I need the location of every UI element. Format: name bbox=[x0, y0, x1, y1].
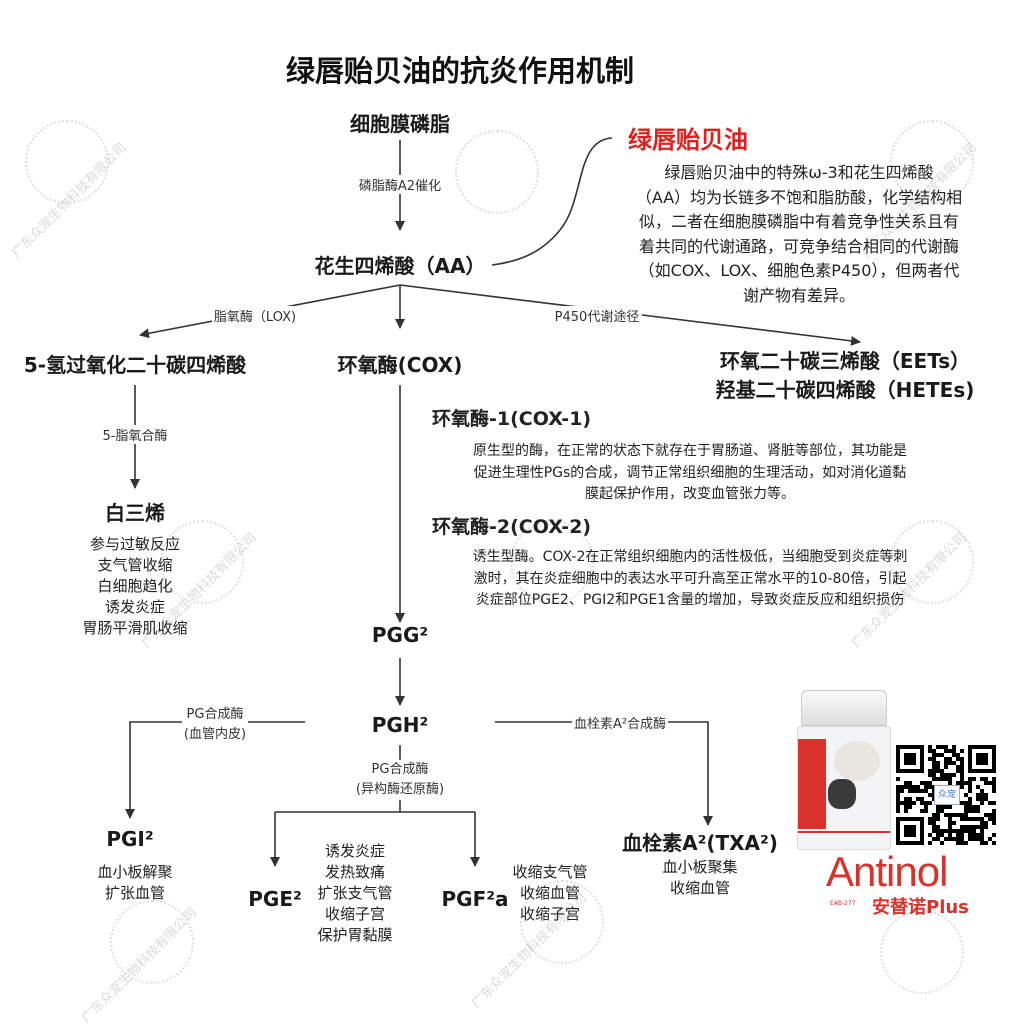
pge2-effects: 诱发炎症 发热致痛 扩张支气管 收缩子宫 保护胃黏膜 bbox=[317, 841, 392, 946]
cox1-line: 促进生理性PGs的合成，调节正常组织细胞的生理活动，如对消化道黏 bbox=[473, 464, 907, 481]
leukotriene-effects: 参与过敏反应 支气管收缩 白细胞趋化 诱发炎症 胃肠平滑肌收缩 bbox=[82, 534, 187, 639]
label-5-lox: 5-脂氧合酶 bbox=[100, 425, 170, 444]
cox1-title: 环氧酶-1(COX-1) bbox=[432, 408, 592, 430]
effect-item: 扩张支气管 bbox=[317, 884, 393, 902]
mussel-line: 似，二者在细胞膜磷脂中有着竞争性关系且有 bbox=[638, 212, 959, 231]
cox2-line: 炎症部位PGE2、PGI2和PGE1含量的增加，导致炎症反应和组织损伤 bbox=[475, 592, 905, 608]
label-line: (血管内皮) bbox=[183, 727, 247, 742]
node-aa: 花生四烯酸（AA） bbox=[314, 254, 486, 278]
effect-item: 支气管收缩 bbox=[97, 556, 173, 574]
label-line: (异构酶还原酶) bbox=[355, 782, 445, 797]
effect-item: 收缩血管 bbox=[519, 884, 581, 902]
cox2-line: 激时，其在炎症细胞中的表达水平可升高至正常水平的10-80倍，引起 bbox=[473, 570, 907, 587]
mussel-description: 绿唇贻贝油中的特殊ω-3和花生四烯酸 （AA）均为长链多不饱和脂肪酸，化学结构相… bbox=[614, 161, 984, 308]
mussel-line: 谢产物有差异。 bbox=[742, 285, 855, 305]
label-line: PG合成酶 bbox=[371, 762, 429, 777]
label-p450: P450代谢途径 bbox=[552, 306, 642, 325]
cox2-line: 诱生型酶。COX-2在正常组织细胞内的活性极低，当细胞受到炎症等刺 bbox=[472, 549, 908, 565]
node-phospholipid: 细胞膜磷脂 bbox=[350, 112, 450, 136]
txa2-effects: 血小板聚集 收缩血管 bbox=[662, 857, 737, 899]
cox1-line: 膜起保护作用，改变血管张力等。 bbox=[585, 486, 795, 502]
node-txa2: 血栓素A²(TXA²) bbox=[622, 831, 778, 855]
cox1-description: 原生型的酶，在正常的状态下就存在于胃肠道、肾脏等部位，其功能是 促进生理性PGs… bbox=[473, 441, 907, 506]
node-pgi2: PGI² bbox=[106, 827, 154, 851]
effect-item: 参与过敏反应 bbox=[89, 535, 181, 553]
effect-item: 诱发炎症 bbox=[324, 842, 386, 860]
effect-item: 收缩子宫 bbox=[519, 905, 581, 923]
brand-code: EAB-277 bbox=[830, 900, 856, 907]
label-pg-synthase-endo: PG合成酶 (血管内皮) bbox=[181, 705, 249, 745]
label-pla2: 磷脂酶A2催化 bbox=[356, 175, 444, 194]
node-cox: 环氧酶(COX) bbox=[337, 353, 463, 377]
effect-item: 收缩血管 bbox=[669, 879, 731, 897]
node-eets: 环氧二十碳三烯酸（EETs） bbox=[719, 349, 971, 373]
effect-item: 诱发炎症 bbox=[104, 598, 166, 616]
node-pgh2: PGH² bbox=[371, 713, 429, 737]
label-line: PG合成酶 bbox=[186, 707, 244, 722]
node-leukotriene: 白三烯 bbox=[105, 501, 165, 525]
node-hpete: 5-氢过氧化二十碳四烯酸 bbox=[23, 353, 247, 377]
mussel-line: 绿唇贻贝油中的特殊ω-3和花生四烯酸 bbox=[664, 163, 934, 182]
brand-logo: Antinol bbox=[826, 848, 948, 895]
pgi2-effects: 血小板解聚 扩张血管 bbox=[97, 862, 172, 904]
mussel-line: 着共同的代谢通路，可竞争结合相同的代谢酶 bbox=[638, 236, 959, 256]
effect-item: 血小板解聚 bbox=[97, 863, 173, 881]
label-txa-synthase: 血栓素A²合成酶 bbox=[571, 713, 669, 732]
qr-code: 众宠 bbox=[896, 745, 996, 845]
node-hetes: 羟基二十碳四烯酸（HETEs) bbox=[715, 378, 975, 402]
node-pgf2a: PGF²a bbox=[441, 887, 509, 911]
node-pge2: PGE² bbox=[248, 887, 302, 911]
label-pg-synthase-iso: PG合成酶 (异构酶还原酶) bbox=[353, 760, 447, 800]
pgf2a-effects: 收缩支气管 收缩血管 收缩子宫 bbox=[512, 862, 587, 925]
effect-item: 收缩子宫 bbox=[324, 905, 386, 923]
effect-item: 扩张血管 bbox=[104, 884, 166, 902]
mussel-title: 绿唇贻贝油 bbox=[628, 126, 748, 154]
product-bottle-image bbox=[797, 690, 891, 850]
mussel-line: （AA）均为长链多不饱和脂肪酸，化学结构相 bbox=[635, 187, 963, 207]
page-title: 绿唇贻贝油的抗炎作用机制 bbox=[285, 54, 635, 88]
arrow-pgh2-to-txa2 bbox=[495, 721, 713, 826]
cox1-line: 原生型的酶，在正常的状态下就存在于胃肠道、肾脏等部位，其功能是 bbox=[473, 443, 907, 459]
mussel-callout-curve bbox=[491, 137, 613, 266]
brand-subtitle: 安替诺Plus bbox=[872, 897, 969, 918]
effect-item: 胃肠平滑肌收缩 bbox=[82, 619, 188, 637]
node-pgg2: PGG² bbox=[371, 623, 429, 647]
qr-center-logo: 众宠 bbox=[934, 785, 960, 805]
effect-item: 白细胞趋化 bbox=[97, 577, 173, 595]
cox2-description: 诱生型酶。COX-2在正常组织细胞内的活性极低，当细胞受到炎症等刺 激时，其在炎… bbox=[473, 547, 908, 612]
effect-item: 发热致痛 bbox=[324, 863, 386, 881]
effect-item: 保护胃黏膜 bbox=[317, 926, 393, 944]
effect-item: 收缩支气管 bbox=[512, 863, 588, 881]
label-lox: 脂氧酶（LOX) bbox=[211, 306, 299, 325]
effect-item: 血小板聚集 bbox=[662, 858, 738, 876]
cox2-title: 环氧酶-2(COX-2) bbox=[432, 516, 592, 538]
mussel-line: （如COX、LOX、细胞色素P450），但两者代 bbox=[638, 261, 960, 280]
